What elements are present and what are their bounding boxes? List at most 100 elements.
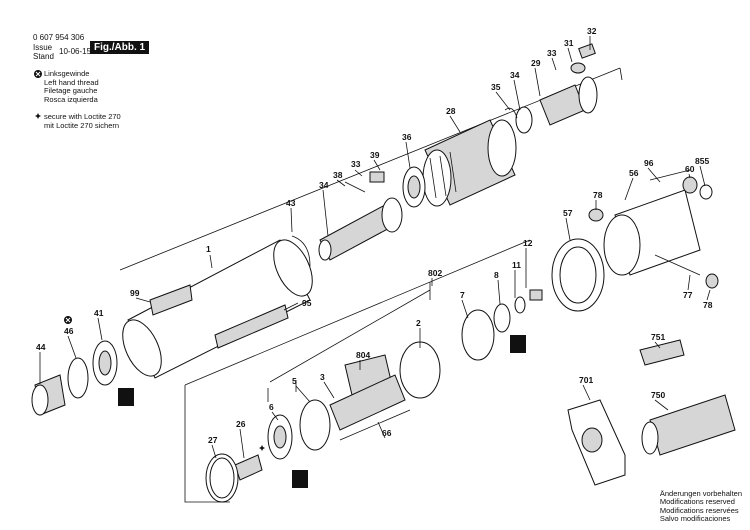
label-31: 31 <box>564 38 574 48</box>
label-35: 35 <box>491 82 501 92</box>
part-44-collet <box>31 374 66 416</box>
part-95-label <box>214 304 289 349</box>
label-855: 855 <box>695 156 709 166</box>
label-751: 751 <box>651 332 665 342</box>
left-thread-de: Linksgewinde <box>44 69 90 78</box>
label-96: 96 <box>644 158 654 168</box>
grease-symbol-icon <box>118 388 134 406</box>
grease-symbol-icon-3 <box>292 470 308 488</box>
footer-es: Salvo modificaciones <box>659 514 731 524</box>
label-7: 7 <box>460 290 465 300</box>
label-802: 802 <box>428 268 442 278</box>
stand-label: Stand <box>33 52 54 61</box>
label-32: 32 <box>587 26 597 36</box>
part-36-bearing-inner <box>407 175 421 199</box>
left-thread-note: Linksgewinde Left hand thread Filetage g… <box>44 69 99 104</box>
label-3: 3 <box>320 372 325 382</box>
footer-en: Modifications reserved <box>659 497 735 507</box>
left-thread-symbol-icon <box>34 70 42 78</box>
label-41: 41 <box>94 308 104 318</box>
loctite-symbol-lower-icon <box>259 445 265 451</box>
part-2-cylinder <box>399 341 441 399</box>
figure-badge: Fig./Abb. 1 <box>90 41 150 54</box>
label-38: 38 <box>333 170 343 180</box>
label-6: 6 <box>269 402 274 412</box>
part-8-bearing <box>493 303 511 333</box>
part-3-rotor <box>329 374 406 431</box>
label-27: 27 <box>208 435 218 445</box>
left-thread-en: Left hand thread <box>44 77 99 87</box>
frame-lines <box>119 67 623 503</box>
part-46-ring <box>67 357 89 399</box>
label-34b: 34 <box>319 180 329 190</box>
label-39: 39 <box>370 150 380 160</box>
label-57: 57 <box>563 208 573 218</box>
part-7-endplate <box>461 309 495 361</box>
part-701-flange <box>567 399 626 486</box>
label-44: 44 <box>36 342 46 352</box>
upper-spindle-assembly <box>539 43 598 126</box>
part-750-silencer <box>641 394 736 456</box>
label-26: 26 <box>236 419 246 429</box>
label-8: 8 <box>494 270 499 280</box>
label-5: 5 <box>292 376 297 386</box>
part-26-gear <box>234 454 263 481</box>
part-60-filter <box>682 176 698 194</box>
part-5-endplate <box>299 399 331 451</box>
footer-fr: Modifications reservées <box>659 505 739 515</box>
part-99-label <box>149 284 193 316</box>
part-56-housing <box>603 189 701 276</box>
part-78-plug-top <box>588 208 604 222</box>
label-2: 2 <box>416 318 421 328</box>
label-78a: 78 <box>593 190 603 200</box>
label-33a: 33 <box>547 48 557 58</box>
part-35-circlip <box>504 107 518 119</box>
loctite-de: mit Loctite 270 sichern <box>44 120 120 130</box>
part-96-label-plate <box>649 169 691 181</box>
label-78b: 78 <box>703 300 713 310</box>
rotor-shaft-assembly <box>318 171 403 261</box>
label-33b: 33 <box>351 159 361 169</box>
issue-date: 10-06-15 <box>59 47 92 56</box>
part-28-cylinder <box>422 119 517 207</box>
footer-de: Änderungen vorbehalten <box>659 488 742 498</box>
part-57-ring-inner <box>559 246 597 304</box>
doc-number: 0 607 954 306 <box>33 33 85 42</box>
modifications-note: Änderungen vorbehalten Modifications res… <box>659 488 742 524</box>
part-12-screw <box>529 289 543 301</box>
issue-label: Issue <box>33 43 53 52</box>
label-99: 99 <box>130 288 140 298</box>
label-1: 1 <box>206 244 211 254</box>
leader-lines <box>39 36 711 459</box>
label-701: 701 <box>579 375 593 385</box>
label-36: 36 <box>402 132 412 142</box>
part-77-pin <box>654 254 701 276</box>
label-12: 12 <box>523 238 533 248</box>
motor-group <box>267 289 543 488</box>
grease-symbol-icon-2 <box>510 335 526 353</box>
label-60: 60 <box>685 164 695 174</box>
loctite-en: secure with Loctite 270 <box>44 112 121 121</box>
part-41-nut-inner <box>98 350 112 376</box>
part-labels: 32 31 33 29 34 35 28 36 39 33 38 34 43 1… <box>36 26 713 445</box>
label-95: 95 <box>302 298 312 308</box>
part-27-ring-inner <box>209 457 235 499</box>
label-66: 66 <box>382 428 392 438</box>
part-6-bearing-inner <box>273 425 287 449</box>
label-804: 804 <box>356 350 370 360</box>
label-29: 29 <box>531 58 541 68</box>
label-56: 56 <box>629 168 639 178</box>
part-11-washer <box>514 296 526 314</box>
part-855-oring <box>699 184 713 200</box>
loctite-note: secure with Loctite 270 mit Loctite 270 … <box>44 112 121 130</box>
label-34a: 34 <box>510 70 520 80</box>
label-43: 43 <box>286 198 296 208</box>
label-46: 46 <box>64 326 74 336</box>
label-750: 750 <box>651 390 665 400</box>
part-1-housing <box>122 239 313 379</box>
part-46-left-thread-icon <box>64 316 72 324</box>
part-66-pin <box>339 409 411 441</box>
left-thread-fr: Filetage gauche <box>44 86 98 95</box>
label-77: 77 <box>683 290 693 300</box>
